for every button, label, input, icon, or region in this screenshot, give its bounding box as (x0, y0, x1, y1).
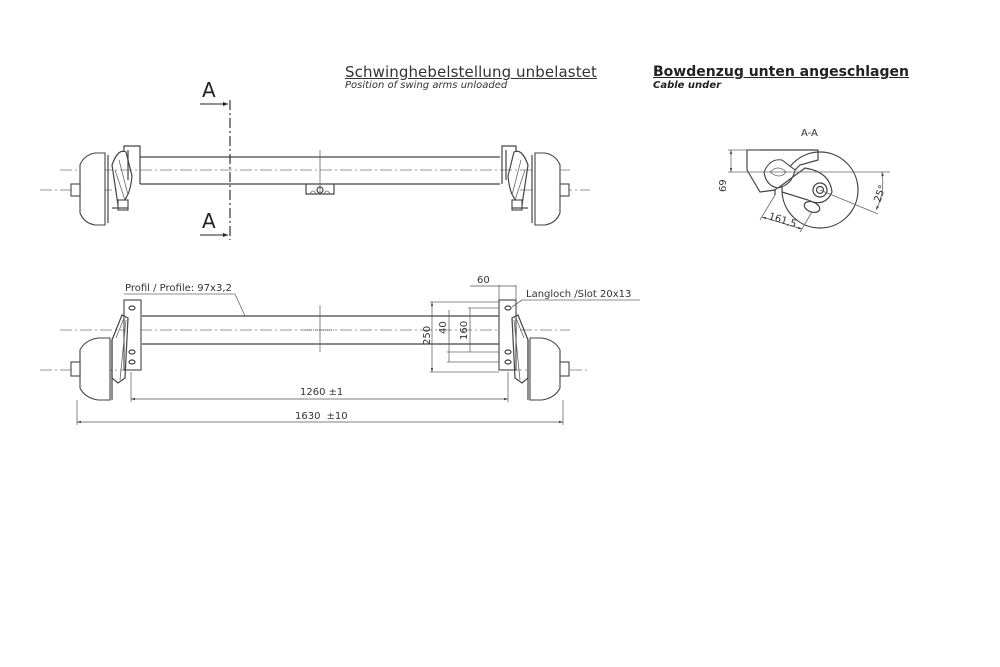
dim-40: 40 (438, 321, 449, 334)
dim-height-69: 69 (718, 179, 729, 192)
dim-length-161-5: 161,5 (767, 211, 798, 230)
cable-title: Bowdenzug unten angeschlagen (653, 64, 909, 80)
section-label: A-A (801, 128, 818, 139)
dim-1630: 1630±10 (295, 411, 348, 422)
right-hub-assembly (498, 299, 570, 401)
dim-160: 160 (459, 321, 470, 340)
front-view-axle: Profil / Profile: 97x3,2 Langloch /Slot … (40, 275, 640, 425)
right-brake-drum (501, 145, 570, 226)
left-brake-drum (70, 145, 141, 226)
swing-arm-subtitle: Position of swing arms unloaded (345, 80, 508, 91)
section-marker-top: A (202, 78, 216, 102)
dim-250: 250 (422, 326, 433, 345)
slot-label: Langloch /Slot 20x13 (526, 289, 631, 300)
cable-subtitle: Cable under (653, 80, 722, 91)
swing-arm-title: Schwinghebelstellung unbelastet (345, 63, 597, 81)
dim-1260: 1260±1 (300, 387, 343, 398)
dim-angle-25: 25° (872, 184, 888, 204)
top-view-axle: A A (40, 78, 590, 240)
section-marker-bottom: A (202, 209, 216, 233)
left-hub-assembly (70, 299, 142, 401)
section-view-a-a: A-A 69 25° 161,5 (718, 128, 890, 233)
dim-60: 60 (477, 275, 490, 286)
profile-label: Profil / Profile: 97x3,2 (125, 283, 232, 294)
